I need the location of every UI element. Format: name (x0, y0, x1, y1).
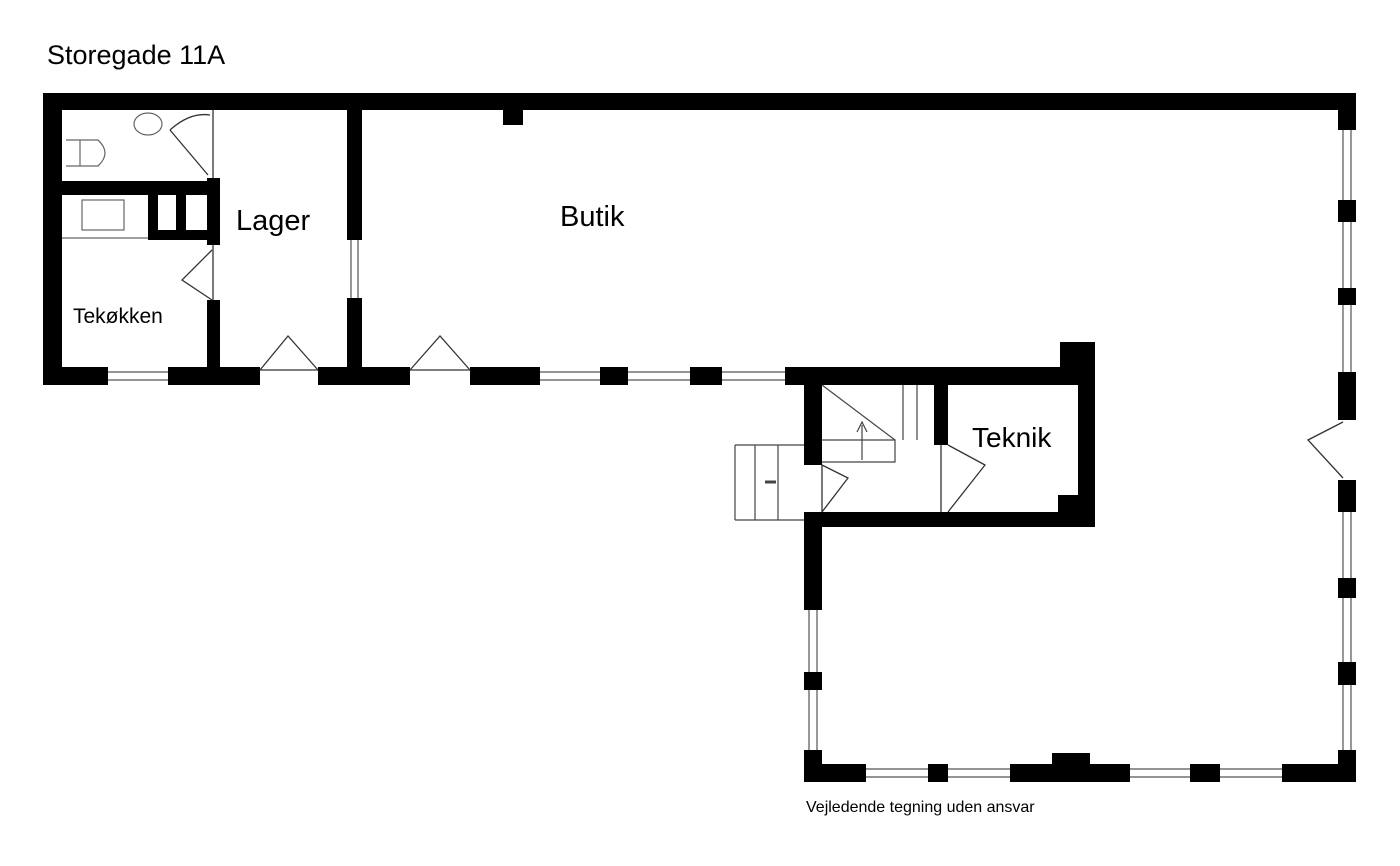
toilet-icon (66, 139, 106, 167)
room-label-lager: Lager (236, 205, 311, 237)
walls (43, 93, 1356, 782)
plan-title: Storegade 11A (47, 40, 226, 70)
stairs (734, 384, 918, 521)
kitchen-sink-icon (81, 199, 125, 231)
doors (169, 110, 1344, 513)
room-label-butik: Butik (560, 201, 625, 233)
room-label-tekokken: Tekøkken (73, 305, 163, 328)
sink-icon (133, 112, 163, 136)
fixtures (62, 112, 163, 239)
room-label-teknik: Teknik (972, 422, 1052, 453)
windows (108, 130, 1352, 778)
disclaimer: Vejledende tegning uden ansvar (806, 799, 1035, 816)
arrow-up-icon (856, 420, 868, 460)
